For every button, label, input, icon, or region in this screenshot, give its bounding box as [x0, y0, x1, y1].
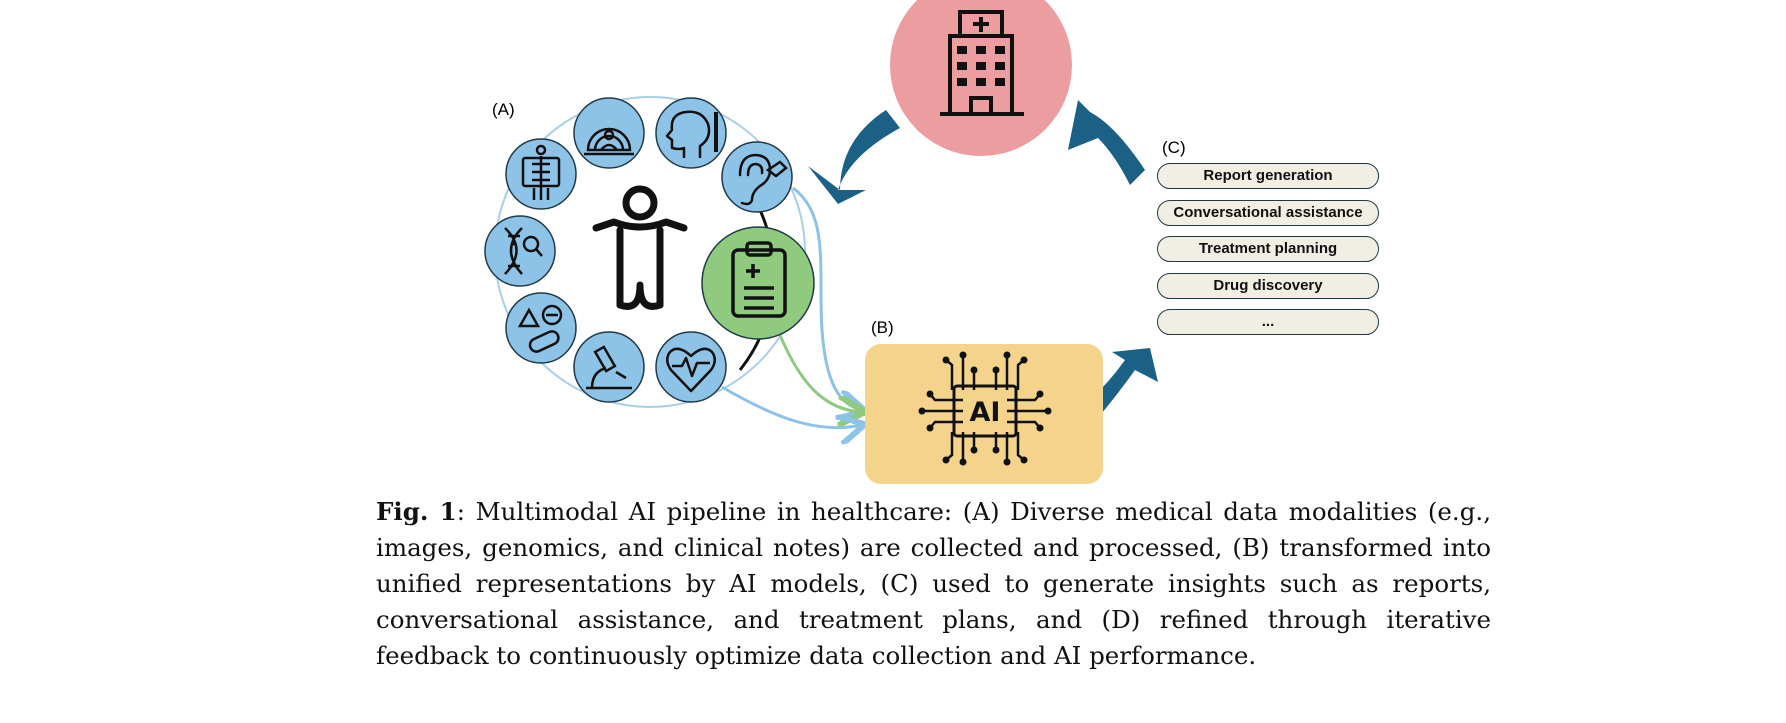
arrow-insights-to-hospital [1068, 100, 1145, 185]
hospital-icon [890, 0, 1072, 156]
head-profile-icon [655, 97, 727, 169]
caption-label: Fig. 1 [376, 497, 457, 526]
panel-label-b: (B) [871, 318, 894, 337]
output-drug-discovery: Drug discovery [1157, 273, 1379, 299]
dna-icon [484, 215, 556, 287]
ai-box [865, 344, 1103, 484]
ai-chip-icon: AI [918, 351, 1052, 466]
ai-chip-label: AI [970, 397, 1001, 428]
heart-monitor-icon [655, 331, 727, 403]
figure-caption: Fig. 1: Multimodal AI pipeline in health… [376, 494, 1491, 674]
connector-curves [721, 186, 862, 428]
person-icon [592, 185, 688, 310]
mri-scanner-icon [573, 97, 645, 169]
output-treatment-planning: Treatment planning [1157, 236, 1379, 262]
ear-icon [721, 141, 793, 213]
clipboard-icon [701, 226, 815, 340]
output-report-generation: Report generation [1157, 163, 1379, 189]
xray-icon [505, 138, 577, 210]
panel-label-c: (C) [1162, 138, 1186, 157]
microscope-icon [573, 331, 645, 403]
panel-label-a: (A) [492, 100, 515, 119]
caption-text: : Multimodal AI pipeline in healthcare: … [376, 497, 1491, 670]
output-more: ... [1157, 309, 1379, 335]
arrow-hospital-to-data [808, 110, 900, 204]
output-conversational-assistance: Conversational assistance [1157, 200, 1379, 226]
medication-icon [505, 292, 577, 364]
